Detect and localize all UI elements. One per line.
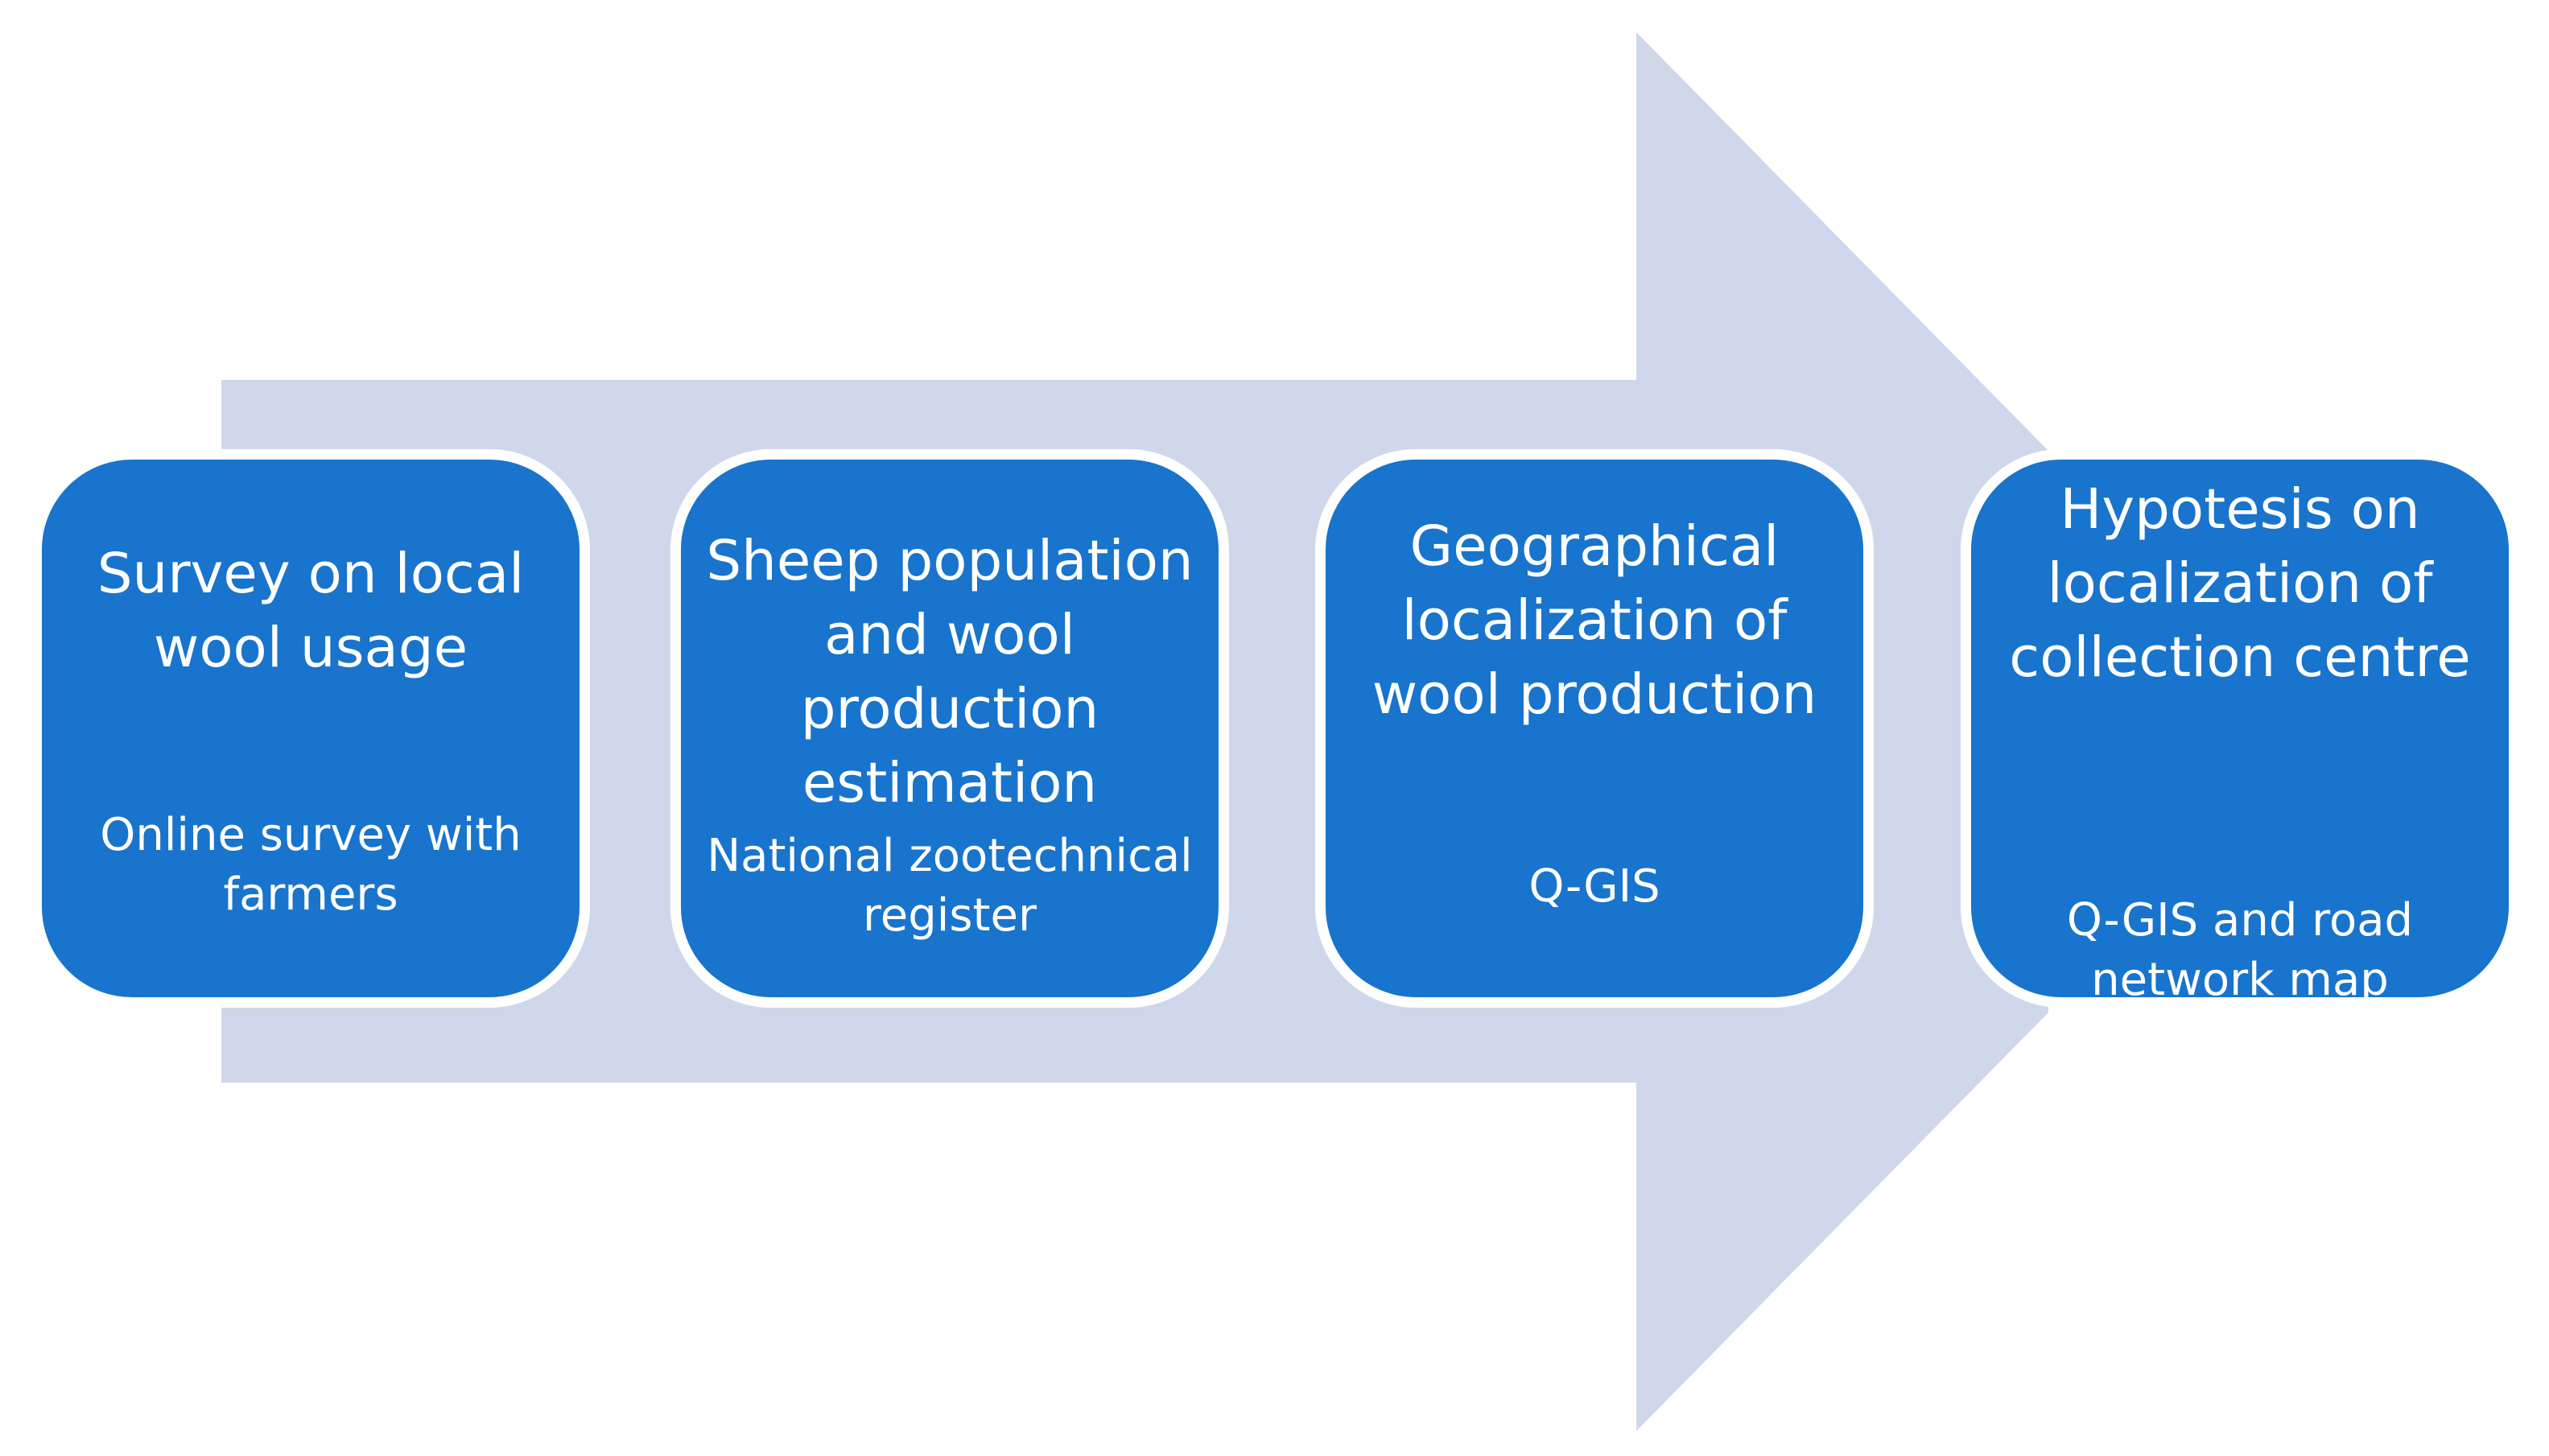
step-box-2: Sheep population and wool production est… [670,449,1229,1008]
step-2-title: Sheep population and wool production est… [706,529,1194,815]
step-1-tool: Online survey with farmers [100,809,522,921]
step-box-3: Geographical localization of wool produc… [1315,449,1874,1008]
step-3-tool: Q-GIS [1528,860,1660,913]
step-3-title: Geographical localization of wool produc… [1371,514,1817,727]
step-box-4: Hypotesis on localization of collection … [1961,449,2519,1008]
step-4-title: Hypotesis on localization of collection … [2009,477,2471,690]
step-4-tool: Q-GIS and road network map [2066,894,2414,1006]
step-box-1: Survey on local wool usage Online survey… [31,449,590,1008]
step-1-title: Survey on local wool usage [97,542,525,680]
step-2-tool: National zootechnical register [707,830,1193,942]
